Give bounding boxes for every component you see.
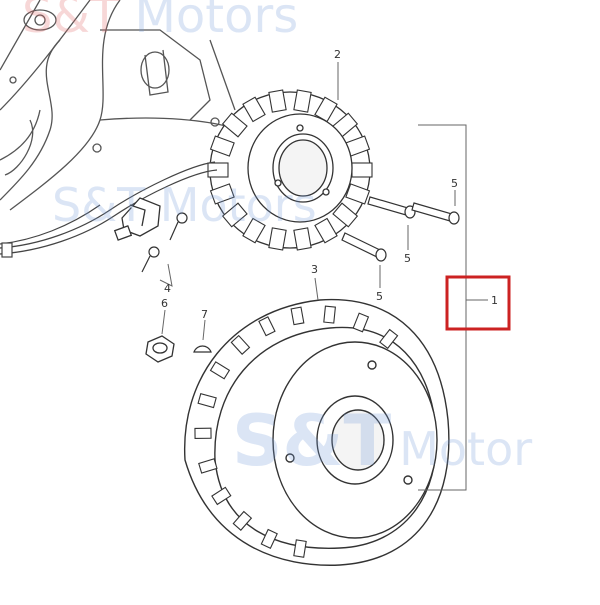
flywheel-rotor [183,298,450,566]
callout-4: 4 [164,282,171,295]
stator-tooth [314,217,338,244]
pulser-screws [141,212,188,273]
callout-5-low: 5 [376,290,383,303]
stator-tooth [221,112,248,138]
highlight-box [445,275,511,331]
stator-bolts [341,196,460,262]
callout-5-top: 5 [451,177,458,190]
rotor-slot [211,486,232,506]
stator-tooth [345,183,371,205]
stator-tooth [268,227,287,251]
rotor-slot [232,510,253,531]
stator-tooth [209,183,235,205]
stator-tooth [209,135,235,157]
rotor-slot [323,305,336,324]
stator-tooth [221,202,248,228]
rotor-slot [198,458,218,474]
rotor-slot [197,392,217,409]
callout-3: 3 [311,263,318,276]
stator-tooth [332,202,359,228]
callout-5-mid: 5 [404,252,411,265]
stator-windings [207,89,373,251]
rotor-slot [379,328,399,350]
rotor-slot [293,539,307,558]
stator-tooth [242,217,266,244]
callout-2: 2 [334,48,341,61]
callout-1: 1 [491,294,498,307]
crankcase-cover [0,0,241,211]
wire-harness [0,161,218,258]
flywheel-nut [145,335,175,363]
rotor-magnet-slots [194,305,399,558]
stator-tooth [207,162,229,178]
stator-tooth [242,96,266,123]
leader-lines [159,62,488,491]
callout-6: 6 [161,297,168,310]
pulser-part [113,197,161,241]
callout-7: 7 [201,308,208,321]
rotor-slot [352,312,370,333]
rotor-slot [209,361,231,380]
stator-tooth [293,227,312,251]
rotor-slot [194,427,212,439]
rotor-slot [230,334,251,355]
stator-tooth [293,89,312,113]
stator-tooth [268,89,287,113]
stator-part [207,89,373,251]
rotor-slot [258,316,276,337]
rotor-slot [260,528,278,549]
woodruff-key [193,345,212,353]
stator-tooth [351,162,373,178]
rotor-slot [290,306,305,326]
